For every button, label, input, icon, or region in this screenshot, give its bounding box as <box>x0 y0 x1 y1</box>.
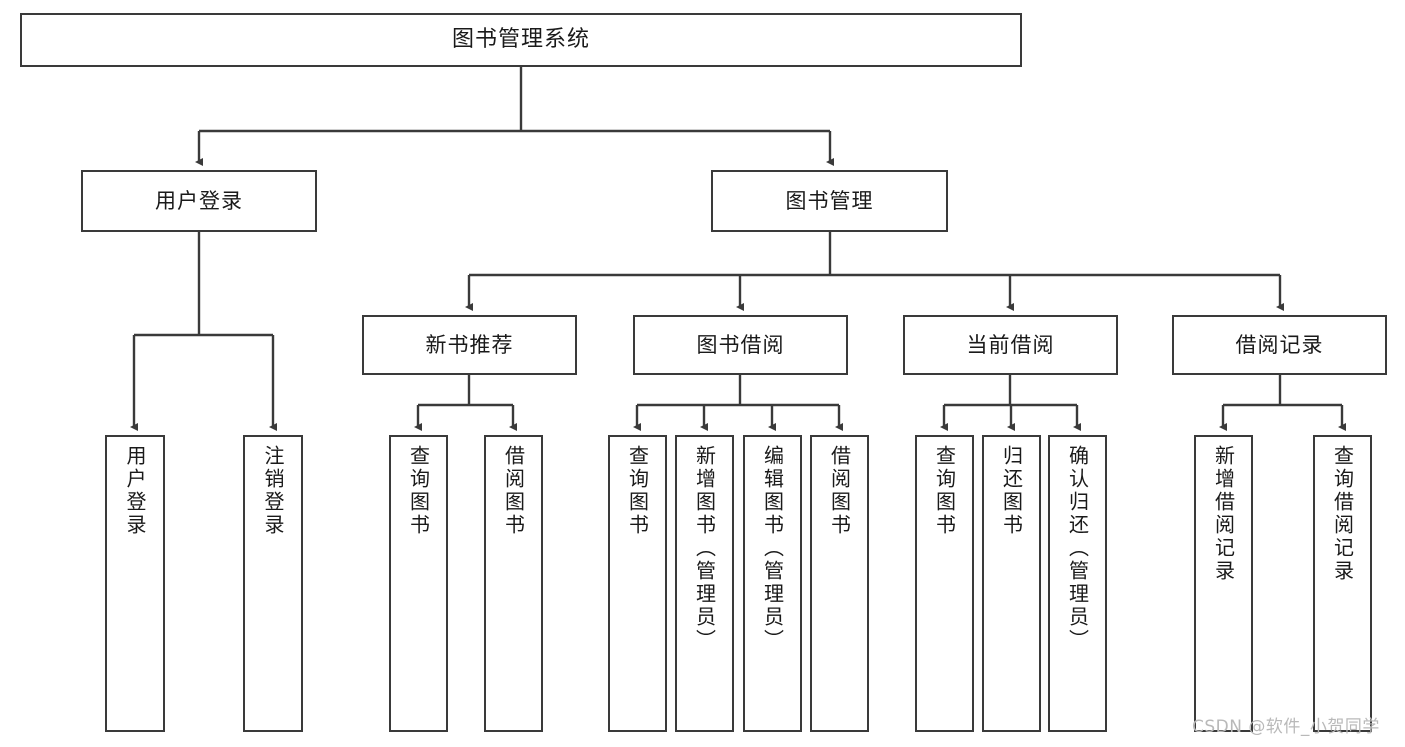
leaf-query-book-current[interactable]: 查询图书 <box>915 435 974 732</box>
leaf-query-book-recommend[interactable]: 查询图书 <box>389 435 448 732</box>
leaf-confirm-return-admin[interactable]: 确认归还（管理员） <box>1048 435 1107 732</box>
watermark: CSDN @软件_小贺同学 <box>1192 717 1380 737</box>
leaf-borrow-book-recommend[interactable]: 借阅图书 <box>484 435 543 732</box>
node-label: 图书借阅 <box>696 332 785 357</box>
node-label: 查询图书 <box>625 445 650 537</box>
node-label: 查询借阅记录 <box>1330 445 1355 583</box>
node-label: 图书管理系统 <box>451 27 590 53</box>
leaf-query-borrow-record[interactable]: 查询借阅记录 <box>1313 435 1372 732</box>
node-new-book-recommend[interactable]: 新书推荐 <box>362 315 577 375</box>
node-label: 新增借阅记录 <box>1211 445 1236 583</box>
node-borrow-record[interactable]: 借阅记录 <box>1172 315 1387 375</box>
node-label: 图书管理 <box>785 188 874 213</box>
leaf-add-book-admin[interactable]: 新增图书（管理员） <box>675 435 734 732</box>
leaf-return-book[interactable]: 归还图书 <box>982 435 1041 732</box>
leaf-query-book-borrow[interactable]: 查询图书 <box>608 435 667 732</box>
node-label: 新增图书（管理员） <box>692 445 717 652</box>
node-label: 借阅记录 <box>1235 332 1324 357</box>
leaf-user-login[interactable]: 用户登录 <box>105 435 165 732</box>
node-label: 确认归还（管理员） <box>1065 445 1090 652</box>
node-current-borrow[interactable]: 当前借阅 <box>903 315 1118 375</box>
node-label: 查询图书 <box>406 445 431 537</box>
node-user-login[interactable]: 用户登录 <box>81 170 317 232</box>
leaf-add-borrow-record[interactable]: 新增借阅记录 <box>1194 435 1253 732</box>
node-label: 查询图书 <box>932 445 957 537</box>
node-label: 归还图书 <box>999 445 1024 537</box>
node-label: 借阅图书 <box>501 445 526 537</box>
leaf-borrow-book[interactable]: 借阅图书 <box>810 435 869 732</box>
node-label: 当前借阅 <box>966 332 1055 357</box>
node-book-borrow[interactable]: 图书借阅 <box>633 315 848 375</box>
node-label: 用户登录 <box>123 445 147 537</box>
node-label: 新书推荐 <box>425 332 514 357</box>
node-label: 用户登录 <box>155 188 243 213</box>
node-label: 借阅图书 <box>827 445 852 537</box>
leaf-edit-book-admin[interactable]: 编辑图书（管理员） <box>743 435 802 732</box>
node-label: 编辑图书（管理员） <box>760 445 785 652</box>
node-book-management[interactable]: 图书管理 <box>711 170 948 232</box>
node-label: 注销登录 <box>261 445 285 537</box>
node-root-system[interactable]: 图书管理系统 <box>20 13 1022 67</box>
leaf-logout-login[interactable]: 注销登录 <box>243 435 303 732</box>
